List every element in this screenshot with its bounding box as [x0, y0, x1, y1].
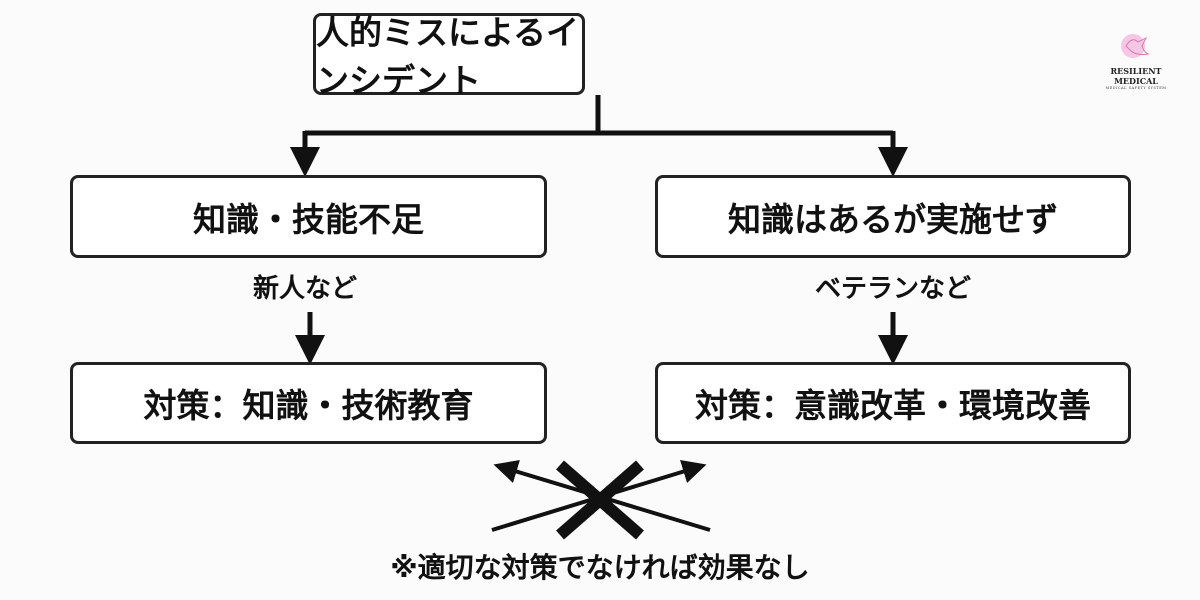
root-box: 人的ミスによるインシデント — [313, 13, 585, 100]
logo-tagline: MEDICAL SAFETY SYSTEM — [1105, 86, 1167, 90]
left-cause-text: 知識・技能不足 — [193, 199, 424, 239]
logo-name: RESILIENT MEDICAL — [1110, 66, 1162, 86]
left-cause-box: 知識・技能不足 — [70, 175, 547, 258]
right-cause-text: 知識はあるが実施せず — [728, 199, 1058, 239]
left-measure-box: 対策：知識・技術教育 — [70, 362, 547, 444]
root-connector — [305, 95, 893, 136]
left-measure-text: 対策：知識・技術教育 — [143, 386, 474, 425]
right-measure-text: 対策：意識改革・環境改善 — [695, 386, 1091, 425]
right-cause-box: 知識はあるが実施せず — [655, 175, 1131, 258]
right-measure-box: 対策：意識改革・環境改善 — [655, 362, 1131, 444]
logo: RESILIENT MEDICAL MEDICAL SAFETY SYSTEM — [1088, 32, 1184, 90]
x-mark — [556, 460, 644, 540]
note: ※適切な対策でなければ効果なし — [390, 551, 810, 584]
right-example: ベテランなど — [814, 274, 971, 304]
dove-icon — [1121, 34, 1150, 58]
root-text: 人的ミスによるインシデント — [316, 13, 580, 100]
left-example: 新人など — [252, 274, 357, 304]
